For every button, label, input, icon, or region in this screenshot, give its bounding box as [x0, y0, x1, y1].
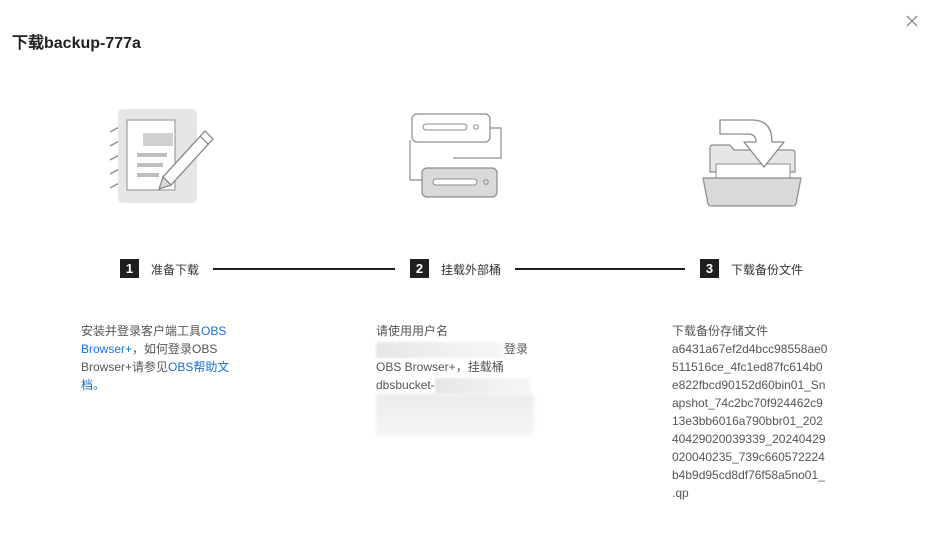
backup-file-name-line: e822fbcd90152d60bin01_Sn — [672, 378, 826, 392]
storage-drive-icon — [411, 113, 491, 143]
redacted-bucket-name — [434, 377, 531, 394]
backup-file-name-line: 511516ce_4fc1ed87fc614b0 — [672, 360, 823, 374]
redacted-bucket-details — [376, 394, 534, 436]
download-arrow-icon — [719, 119, 785, 168]
step-2-text: dbsbucket- — [376, 378, 435, 392]
step-1-text: ，如何登录OBS — [132, 342, 218, 356]
backup-file-name-line: b4b9d95cd8df76f58a5no01_ — [672, 468, 825, 482]
step-1-text: Browser+请参见 — [81, 360, 169, 374]
obs-browser-link[interactable]: Browser+ — [81, 342, 133, 356]
step-3-description: 下载备份存储文件 a6431a67ef2d4bcc98558ae0 511516… — [672, 322, 852, 502]
step-2-text: OBS Browser+，挂载桶 — [376, 360, 504, 374]
download-file-illustration — [702, 119, 802, 207]
step-3-text: 下载备份存储文件 — [672, 324, 769, 338]
close-button[interactable] — [902, 11, 922, 31]
obs-browser-link[interactable]: OBS — [201, 324, 227, 338]
step-connector — [515, 268, 685, 270]
steps-progress: 1 准备下载 2 挂载外部桶 3 下载备份文件 — [0, 257, 934, 281]
step-1-text: 。 — [93, 378, 106, 392]
step-1-label: 准备下载 — [151, 263, 200, 277]
step-connector — [213, 268, 395, 270]
step-1-text: 安装并登录客户端工具 — [81, 324, 202, 338]
backup-file-name-line: 13e3bb6016a790bbr01_202 — [672, 414, 823, 428]
redacted-username — [376, 341, 504, 358]
obs-help-doc-link[interactable]: 档 — [81, 378, 94, 392]
step-2-text: 登录 — [504, 342, 529, 356]
step-1-description: 安装并登录客户端工具OBS Browser+，如何登录OBS Browser+请… — [81, 322, 241, 394]
mount-bucket-illustration — [409, 113, 502, 198]
backup-file-name-line: .qp — [672, 486, 689, 500]
prepare-download-illustration — [109, 109, 214, 203]
close-icon — [906, 15, 918, 27]
obs-help-doc-link[interactable]: OBS帮助文 — [168, 360, 230, 374]
step-2-text: 请使用用户名 — [376, 324, 449, 338]
step-3-label: 下载备份文件 — [731, 263, 804, 277]
backup-file-name-line: a6431a67ef2d4bcc98558ae0 — [672, 342, 828, 356]
dialog-title: 下载backup-777a — [12, 35, 141, 52]
step-2-label: 挂载外部桶 — [441, 263, 502, 277]
step-2-badge: 2 — [410, 259, 429, 278]
step-3-badge: 3 — [700, 259, 719, 278]
step-1-badge: 1 — [120, 259, 139, 278]
pencil-icon — [157, 130, 214, 191]
step-2-description: 请使用用户名 登录 OBS Browser+，挂载桶 dbsbucket- — [376, 322, 546, 436]
folder-icon — [702, 144, 802, 207]
backup-file-name-line: 40429020039339_20240429 — [672, 432, 826, 446]
backup-file-name-line: 020040235_739c660572224 — [672, 450, 825, 464]
bucket-drive-icon — [421, 167, 498, 198]
backup-file-name-line: apshot_74c2bc70f924462c9 — [672, 396, 823, 410]
